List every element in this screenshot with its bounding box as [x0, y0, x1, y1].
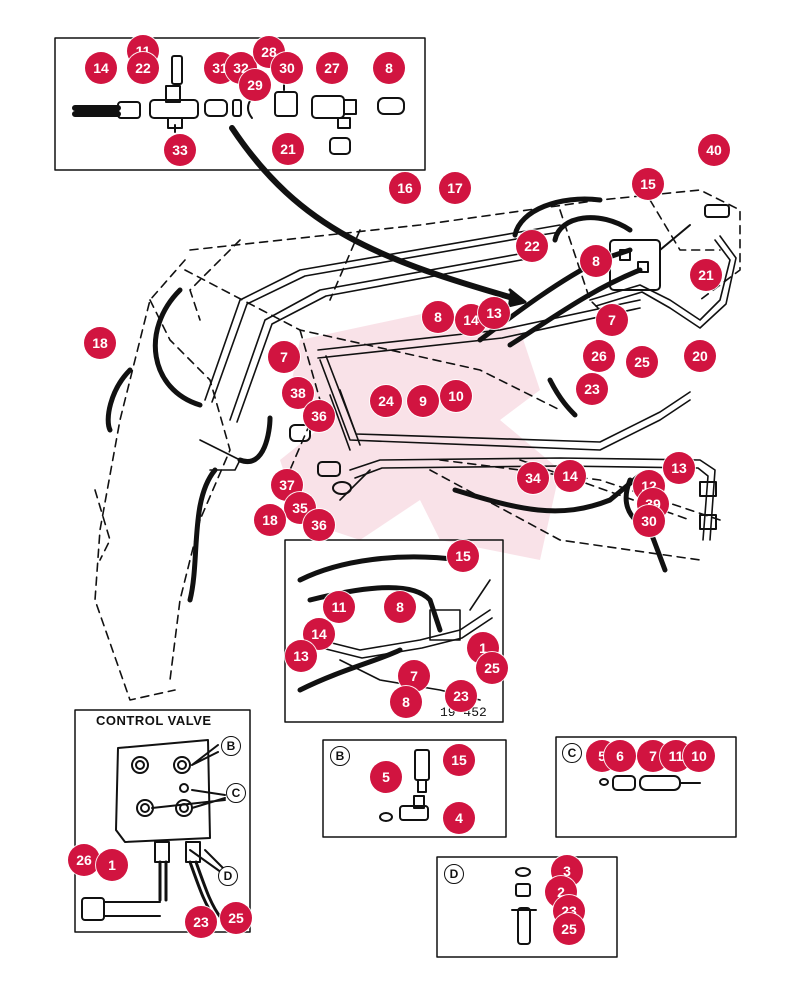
callout-26: 26	[68, 844, 100, 876]
callout-27: 27	[316, 52, 348, 84]
callout-23: 23	[445, 680, 477, 712]
fittings-detail-panel	[54, 37, 426, 171]
detail-d-panel	[436, 856, 618, 958]
callout-13: 13	[663, 452, 695, 484]
callout-8: 8	[390, 686, 422, 718]
callout-22: 22	[127, 52, 159, 84]
callout-13: 13	[478, 297, 510, 329]
detail-d-parts	[511, 867, 537, 945]
callout-21: 21	[690, 259, 722, 291]
callout-25: 25	[220, 902, 252, 934]
control-valve-panel	[74, 709, 251, 933]
callout-26: 26	[583, 340, 615, 372]
callout-4: 4	[443, 802, 475, 834]
detail-c-parts	[599, 775, 701, 791]
callout-29: 29	[239, 69, 271, 101]
callout-6: 6	[604, 740, 636, 772]
callout-33: 33	[164, 134, 196, 166]
callout-9: 9	[407, 385, 439, 417]
callout-8: 8	[580, 245, 612, 277]
callout-10: 10	[440, 380, 472, 412]
callout-30: 30	[271, 52, 303, 84]
callout-38: 38	[282, 377, 314, 409]
detail-c-panel	[555, 736, 737, 838]
callout-7: 7	[596, 304, 628, 336]
callout-18: 18	[254, 504, 286, 536]
callout-15: 15	[443, 744, 475, 776]
callout-1: 1	[96, 849, 128, 881]
control-valve-title: CONTROL VALVE	[96, 713, 212, 728]
callout-40: 40	[698, 134, 730, 166]
control-valve-body	[81, 739, 226, 921]
detail-b-panel	[322, 739, 507, 838]
callout-23: 23	[576, 373, 608, 405]
control-valve-label-c: C	[226, 783, 246, 803]
control-valve-label-d: D	[218, 866, 238, 886]
callout-11: 11	[323, 591, 355, 623]
callout-25: 25	[626, 346, 658, 378]
callout-23: 23	[185, 906, 217, 938]
fittings-exploded-view	[72, 55, 405, 155]
callout-25: 25	[553, 913, 585, 945]
callout-36: 36	[303, 509, 335, 541]
detail-d-letter: D	[444, 864, 464, 884]
callout-8: 8	[373, 52, 405, 84]
callout-13: 13	[285, 640, 317, 672]
callout-8: 8	[384, 591, 416, 623]
callout-30: 30	[633, 505, 665, 537]
callout-5: 5	[370, 761, 402, 793]
detail-b-parts	[379, 749, 430, 822]
detail-c-letter: C	[562, 743, 582, 763]
callout-10: 10	[683, 740, 715, 772]
callout-7: 7	[268, 341, 300, 373]
callout-24: 24	[370, 385, 402, 417]
callout-8: 8	[422, 301, 454, 333]
callout-15: 15	[447, 540, 479, 572]
callout-16: 16	[389, 172, 421, 204]
callout-14: 14	[85, 52, 117, 84]
control-valve-label-b: B	[221, 736, 241, 756]
callout-14: 14	[554, 460, 586, 492]
callout-15: 15	[632, 168, 664, 200]
quick-couplers	[289, 424, 717, 530]
detail-b-letter: B	[330, 746, 350, 766]
callout-21: 21	[272, 133, 304, 165]
callout-25: 25	[476, 652, 508, 684]
callout-20: 20	[684, 340, 716, 372]
callout-22: 22	[516, 230, 548, 262]
inset-detail-box	[284, 539, 504, 723]
callout-17: 17	[439, 172, 471, 204]
pointer-arrow	[229, 125, 523, 303]
watermark-logo	[280, 310, 560, 560]
callout-34: 34	[517, 462, 549, 494]
callout-36: 36	[303, 400, 335, 432]
callout-18: 18	[84, 327, 116, 359]
